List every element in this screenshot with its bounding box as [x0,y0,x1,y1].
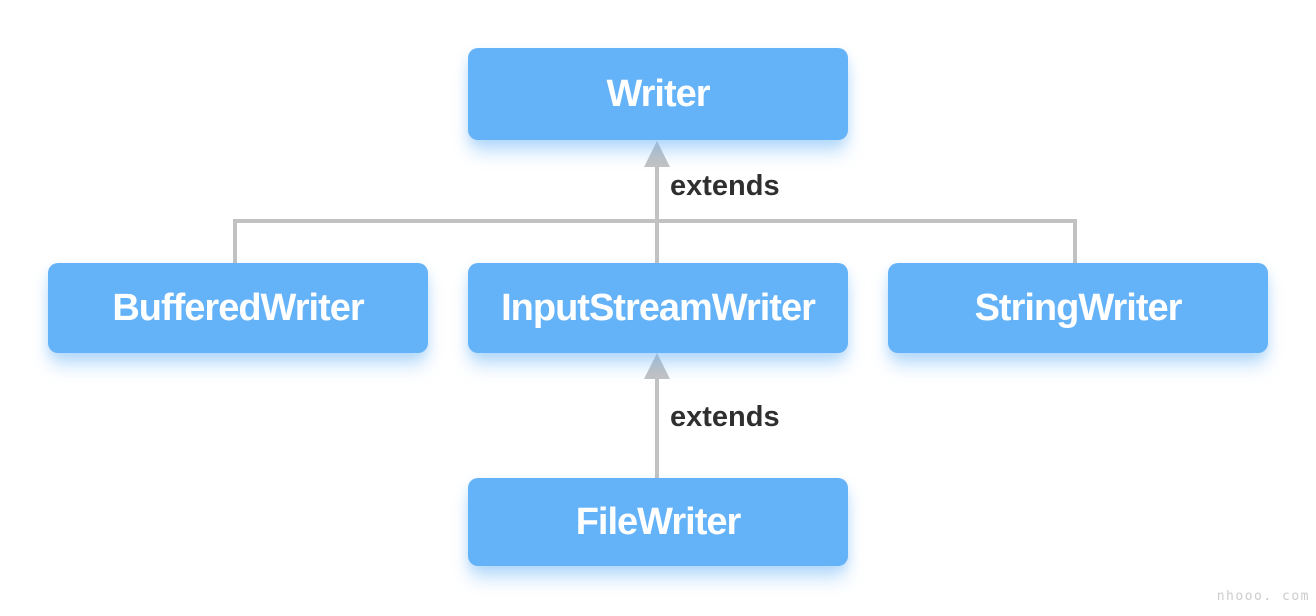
connector-vertical-stringwriter [1073,219,1077,263]
watermark: nhooo. com [1216,589,1310,604]
node-writer-label: Writer [606,72,710,115]
node-string-writer: StringWriter [888,263,1268,353]
node-string-writer-label: StringWriter [974,286,1183,329]
arrow-up-inputstreamwriter-icon [644,353,670,379]
node-file-writer-label: FileWriter [575,500,742,543]
connector-vertical-filewriter [655,378,659,478]
connector-vertical-writer [655,166,659,263]
edge-label-extends-top: extends [670,170,780,202]
connector-vertical-bufferedwriter [233,219,237,263]
node-buffered-writer: BufferedWriter [48,263,428,353]
node-input-stream-writer: InputStreamWriter [468,263,848,353]
edge-label-extends-bottom: extends [670,401,780,433]
node-writer: Writer [468,48,848,140]
node-file-writer: FileWriter [468,478,848,566]
node-input-stream-writer-label: InputStreamWriter [501,286,816,329]
arrow-up-writer-icon [644,141,670,167]
node-buffered-writer-label: BufferedWriter [112,286,364,329]
